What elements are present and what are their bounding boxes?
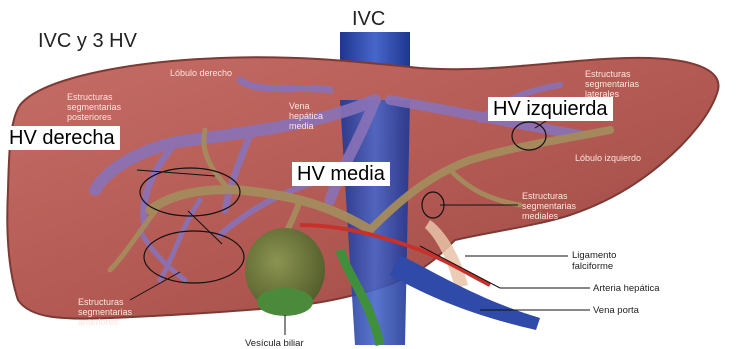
hv-media-label: HV media <box>292 162 390 186</box>
portal-vein <box>390 255 540 330</box>
hv-izquierda-label: HV izquierda <box>488 97 613 121</box>
diagram-title: IVC y 3 HV <box>38 30 137 53</box>
ivc-label: IVC <box>352 8 385 31</box>
hv-derecha-label: HV derecha <box>4 126 120 150</box>
gallbladder-fundus <box>257 288 313 316</box>
